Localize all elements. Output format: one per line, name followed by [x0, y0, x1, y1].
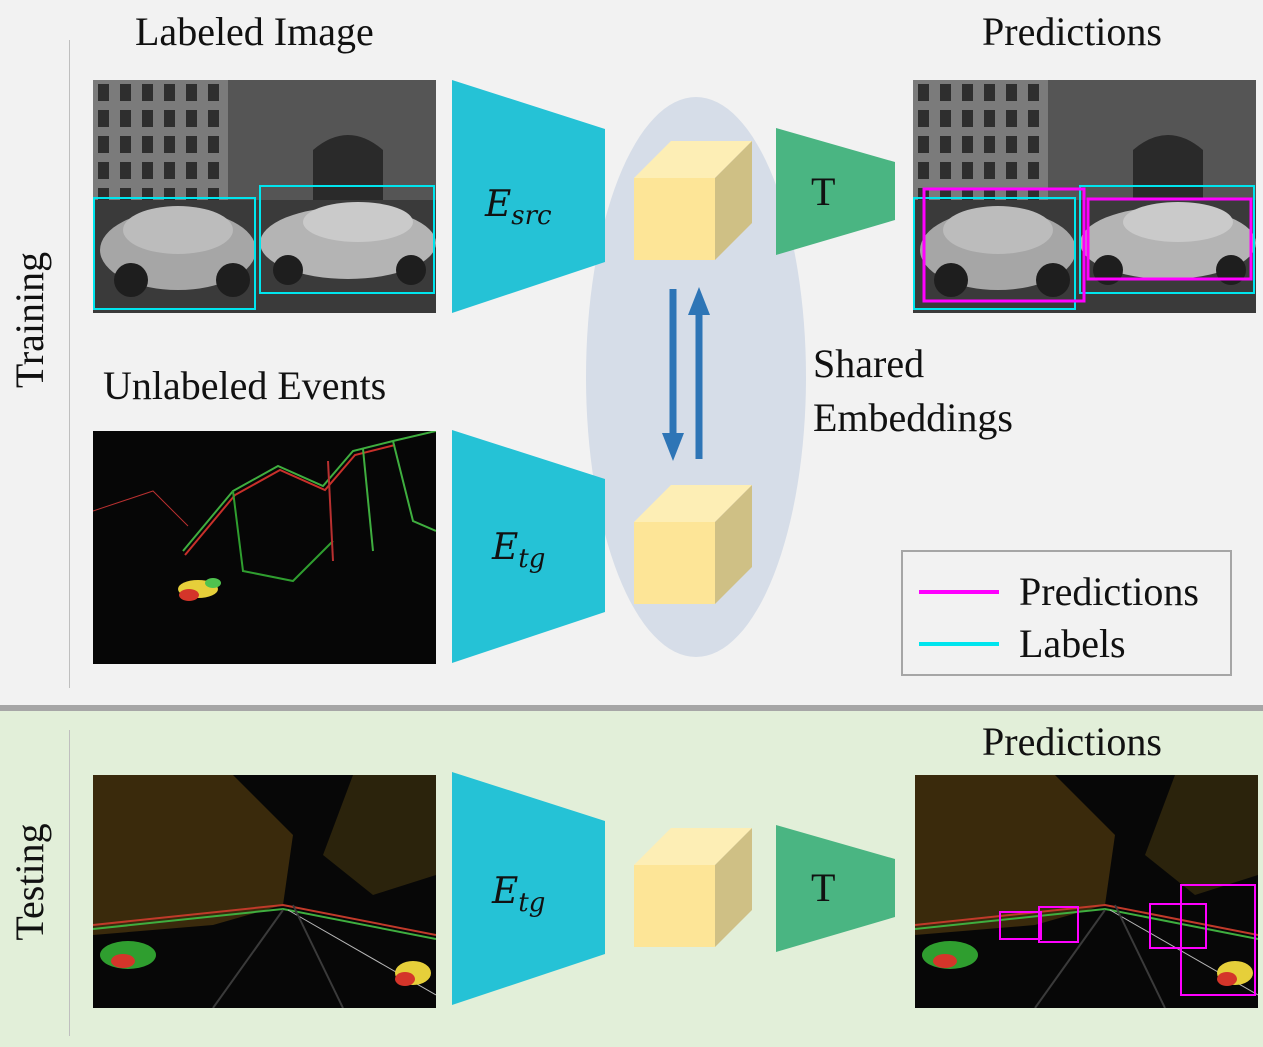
predictions-train-image	[913, 80, 1256, 313]
prediction-box-2	[1038, 906, 1079, 943]
training-label: Training	[7, 251, 52, 389]
encoder-tg	[452, 430, 605, 663]
encoder-tg-label: Etg	[492, 527, 546, 574]
shared-embeddings-line2: Embeddings	[813, 395, 1013, 440]
alignment-arrows	[662, 287, 710, 461]
section-divider	[0, 705, 1263, 711]
predictions-test-image	[915, 775, 1258, 1008]
label-box-car-left	[913, 197, 1076, 310]
head-test	[776, 825, 895, 952]
encoder-tg-test	[452, 772, 605, 1005]
labeled-image	[93, 80, 436, 313]
unlabeled-events-image	[93, 431, 436, 664]
shared-embeddings-line1: Shared	[813, 341, 925, 386]
legend-labels-swatch	[919, 642, 999, 646]
encoder-src	[452, 80, 605, 313]
testing-events-image	[93, 775, 436, 1008]
training-rule	[69, 40, 70, 688]
legend-predictions: Predictions	[919, 568, 1199, 616]
labeled-image-title: Labeled Image	[135, 9, 374, 54]
head-train-label: T	[811, 169, 836, 214]
legend-predictions-label: Predictions	[1019, 569, 1199, 614]
legend-labels: Labels	[919, 620, 1126, 668]
prediction-box-1	[999, 911, 1042, 940]
predictions-test-title: Predictions	[982, 719, 1162, 764]
encoder-tg-test-label: Etg	[492, 871, 546, 918]
predictions-train-title: Predictions	[982, 9, 1162, 54]
embedding-cube-tg	[634, 485, 752, 604]
embedding-cube-test	[634, 828, 752, 947]
prediction-box-4	[1180, 884, 1256, 996]
head-test-label: T	[811, 865, 836, 910]
prediction-box-3	[1149, 903, 1207, 949]
embedding-cube-src	[634, 141, 752, 260]
testing-label: Testing	[7, 823, 52, 941]
encoder-src-label: Esrc	[485, 184, 552, 231]
prediction-box-car-right	[1086, 197, 1253, 281]
label-box-car-right	[1079, 185, 1255, 294]
label-box-car-left	[93, 197, 256, 310]
unlabeled-events-title: Unlabeled Events	[103, 363, 387, 408]
head-train	[776, 128, 895, 255]
legend-predictions-swatch	[919, 590, 999, 594]
label-box-car-right	[259, 185, 435, 294]
prediction-box-car-left	[922, 187, 1086, 303]
testing-rule	[69, 730, 70, 1036]
legend-labels-label: Labels	[1019, 621, 1126, 666]
legend: Predictions Labels	[901, 550, 1232, 676]
